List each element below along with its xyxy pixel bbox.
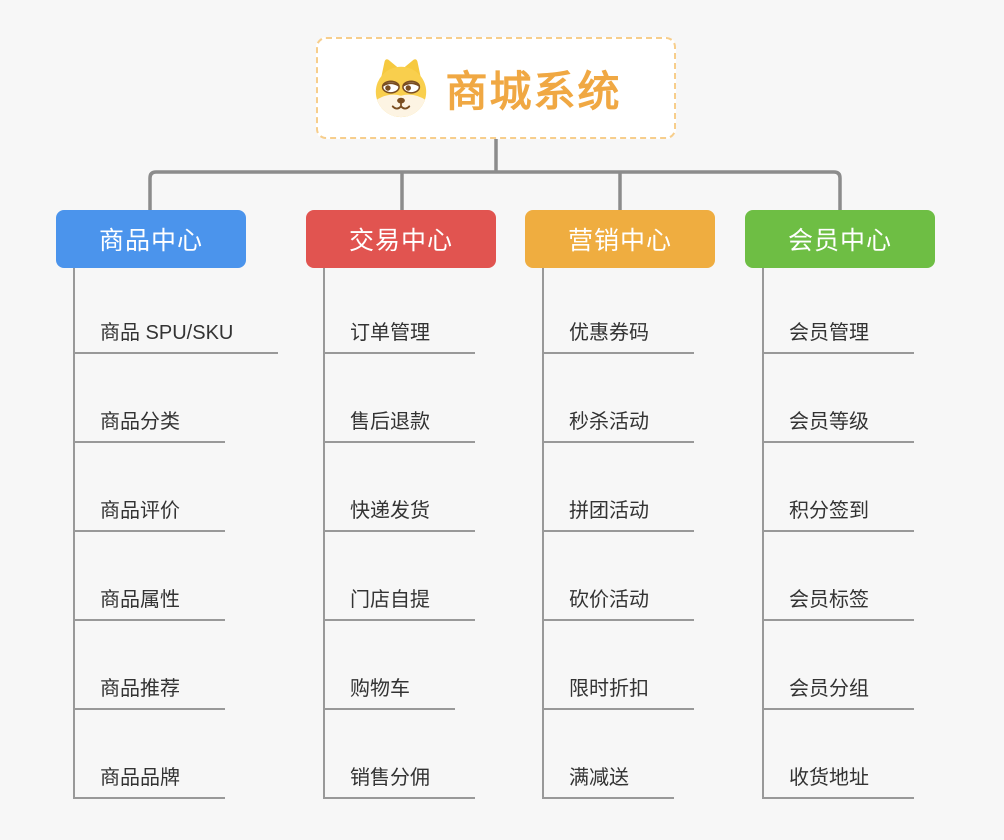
branch-label: 商品中心 [98, 227, 203, 255]
leaf-node[interactable]: 商品属性 [75, 532, 225, 621]
branch-node[interactable]: 商品中心 [56, 210, 246, 268]
leaf-label: 销售分佣 [350, 767, 430, 789]
branch-column-3: 营销中心 优惠券码 秒杀活动 拼团活动 砍价活动 限时折扣 满减送 [525, 210, 715, 799]
leaf-label: 秒杀活动 [569, 411, 649, 433]
leaf-node[interactable]: 收货地址 [764, 710, 914, 799]
leaf-label: 订单管理 [350, 322, 430, 344]
leaf-label: 砍价活动 [569, 589, 649, 611]
leaf-node[interactable]: 商品品牌 [75, 710, 225, 799]
leaf-node[interactable]: 积分签到 [764, 443, 914, 532]
branch-label: 营销中心 [567, 227, 672, 255]
dog-face-icon [376, 59, 427, 118]
leaf-label: 门店自提 [350, 589, 430, 611]
dog-nose [397, 97, 406, 104]
branch-label: 交易中心 [348, 227, 453, 255]
leaf-label: 优惠券码 [569, 322, 649, 344]
leaf-label: 会员标签 [789, 589, 869, 611]
leaf-label: 收货地址 [789, 767, 869, 789]
leaf-list: 优惠券码 秒杀活动 拼团活动 砍价活动 限时折扣 满减送 [542, 268, 715, 799]
branch-bracket-line [148, 170, 842, 210]
branch-column-1: 商品中心 商品 SPU/SKU 商品分类 商品评价 商品属性 商品推荐 商品品牌 [56, 210, 279, 799]
branch-node[interactable]: 会员中心 [745, 210, 935, 268]
leaf-label: 商品品牌 [100, 767, 180, 789]
leaf-node[interactable]: 满减送 [544, 710, 674, 799]
branch-node[interactable]: 营销中心 [525, 210, 715, 268]
leaf-node[interactable]: 门店自提 [325, 532, 475, 621]
leaf-node[interactable]: 订单管理 [325, 268, 475, 354]
leaf-label: 会员分组 [789, 678, 869, 700]
branch-column-2: 交易中心 订单管理 售后退款 快递发货 门店自提 购物车 销售分佣 [306, 210, 496, 799]
branch-column-4: 会员中心 会员管理 会员等级 积分签到 会员标签 会员分组 收货地址 [745, 210, 935, 799]
leaf-label: 会员等级 [789, 411, 869, 433]
leaf-label: 商品 SPU/SKU [100, 322, 234, 344]
leaf-label: 商品分类 [100, 411, 180, 433]
leaf-node[interactable]: 商品评价 [75, 443, 225, 532]
leaf-label: 商品推荐 [100, 678, 180, 700]
leaf-list: 订单管理 售后退款 快递发货 门店自提 购物车 销售分佣 [323, 268, 496, 799]
leaf-node[interactable]: 会员分组 [764, 621, 914, 710]
leaf-node[interactable]: 会员等级 [764, 354, 914, 443]
leaf-label: 商品属性 [100, 589, 180, 611]
leaf-label: 会员管理 [789, 322, 869, 344]
leaf-list: 会员管理 会员等级 积分签到 会员标签 会员分组 收货地址 [762, 268, 935, 799]
leaf-node[interactable]: 砍价活动 [544, 532, 694, 621]
leaf-label: 限时折扣 [569, 678, 649, 700]
branch-node[interactable]: 交易中心 [306, 210, 496, 268]
dog-mouth [392, 104, 411, 110]
root-title: 商城系统 [445, 67, 622, 115]
leaf-list: 商品 SPU/SKU 商品分类 商品评价 商品属性 商品推荐 商品品牌 [73, 268, 279, 799]
leaf-label: 积分签到 [789, 500, 869, 522]
leaf-node[interactable]: 商品 SPU/SKU [75, 268, 279, 354]
leaf-label: 购物车 [350, 678, 410, 700]
leaf-node[interactable]: 拼团活动 [544, 443, 694, 532]
leaf-node[interactable]: 秒杀活动 [544, 354, 694, 443]
leaf-node[interactable]: 销售分佣 [325, 710, 475, 799]
dog-eyes [382, 80, 421, 94]
leaf-label: 拼团活动 [569, 500, 649, 522]
leaf-label: 商品评价 [100, 500, 180, 522]
leaf-node[interactable]: 会员标签 [764, 532, 914, 621]
root-node[interactable]: 商城系统 [316, 37, 676, 139]
leaf-label: 售后退款 [350, 411, 430, 433]
leaf-node[interactable]: 优惠券码 [544, 268, 694, 354]
leaf-node[interactable]: 会员管理 [764, 268, 914, 354]
leaf-node[interactable]: 商品推荐 [75, 621, 225, 710]
leaf-label: 满减送 [569, 767, 629, 789]
leaf-node[interactable]: 售后退款 [325, 354, 475, 443]
leaf-node[interactable]: 限时折扣 [544, 621, 694, 710]
branch-label: 会员中心 [787, 227, 892, 255]
leaf-node[interactable]: 商品分类 [75, 354, 225, 443]
leaf-label: 快递发货 [350, 500, 430, 522]
leaf-node[interactable]: 快递发货 [325, 443, 475, 532]
leaf-node[interactable]: 购物车 [325, 621, 455, 710]
